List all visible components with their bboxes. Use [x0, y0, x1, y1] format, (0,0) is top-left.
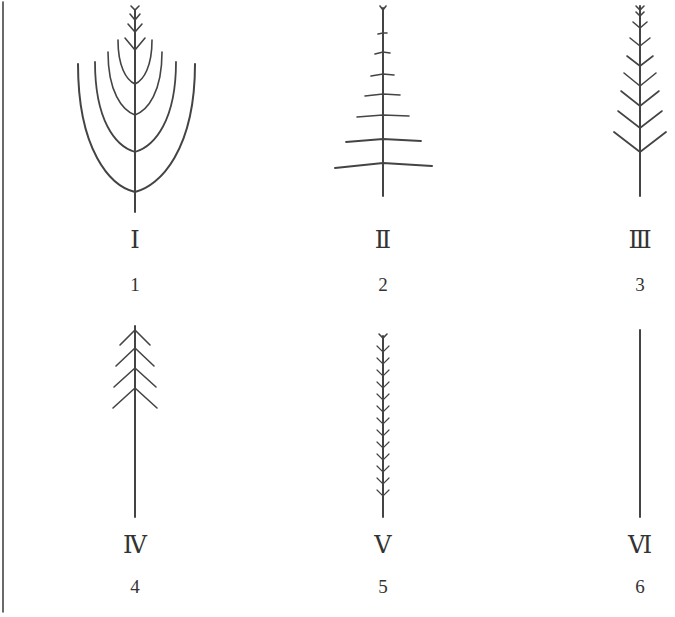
- figure-number: 5: [378, 577, 388, 596]
- figure-number: 1: [130, 275, 140, 294]
- tree-figure-5: [377, 334, 389, 517]
- tree-figure-2: [335, 6, 432, 196]
- figure-number: 3: [635, 275, 645, 294]
- figure-number: 6: [635, 577, 645, 596]
- figure-number: 4: [130, 577, 140, 596]
- figure-number: 2: [378, 275, 388, 294]
- roman-numeral: Ⅳ: [123, 533, 147, 557]
- roman-numeral: Ⅴ: [374, 533, 391, 557]
- tree-figure-3: [614, 6, 666, 196]
- tree-figure-4: [113, 326, 157, 517]
- border-line: [2, 2, 4, 612]
- tree-figure-1: [78, 6, 195, 212]
- tree-figure-6: [639, 330, 641, 517]
- roman-numeral: Ⅱ: [375, 228, 391, 252]
- roman-numeral: Ⅵ: [628, 533, 652, 557]
- roman-numeral: Ⅰ: [130, 228, 139, 252]
- roman-numeral: Ⅲ: [628, 228, 651, 252]
